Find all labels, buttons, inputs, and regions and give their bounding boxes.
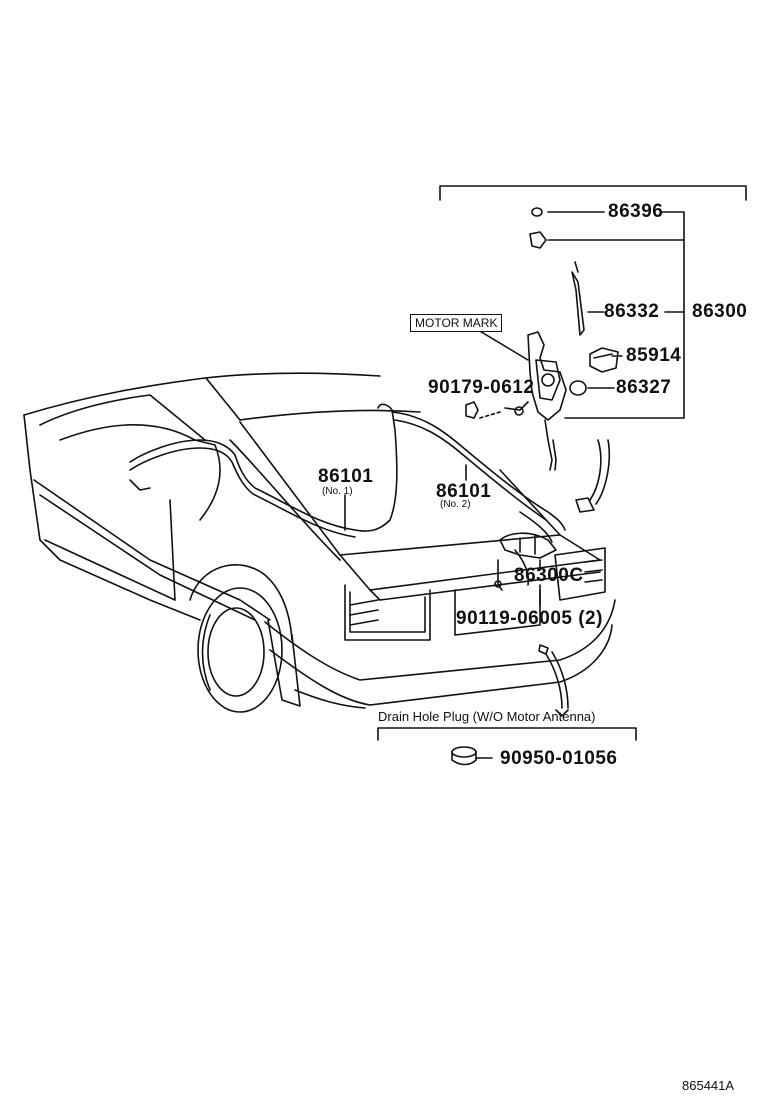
part-number-90119: 90119-06005 (2) <box>456 608 603 629</box>
motor-mark-leader <box>477 329 529 361</box>
part-number-86300c: 86300C <box>514 565 584 586</box>
antenna-cable-no1 <box>129 403 398 538</box>
figure-reference: 865441A <box>682 1078 735 1093</box>
part-number-86101-no1-sub: (No. 1) <box>322 486 353 497</box>
drain-plug-arrow-icon <box>545 651 569 717</box>
drain-hole-plug-label: Drain Hole Plug (W/O Motor Antenna) <box>378 709 596 724</box>
part-number-86101-no2-sub: (No. 2) <box>440 499 471 510</box>
part-number-86327: 86327 <box>616 377 672 398</box>
part-group-bracket <box>439 185 747 419</box>
antenna-motor-assembly <box>465 207 619 471</box>
assembly-arrow-icon <box>575 439 611 513</box>
part-number-86300: 86300 <box>692 301 748 322</box>
drain-plug-part <box>451 746 493 766</box>
trunk-connector <box>494 532 557 606</box>
part-number-85914: 85914 <box>626 345 682 366</box>
part-number-86101-no1: 86101 <box>318 466 374 487</box>
motor-mark-label: MOTOR MARK <box>410 314 503 332</box>
part-number-86332: 86332 <box>604 301 660 322</box>
drain-plug-bracket <box>377 727 637 741</box>
part-number-86396: 86396 <box>608 201 664 222</box>
car-body-outline <box>23 372 616 713</box>
part-number-90179: 90179-0612 <box>428 377 535 398</box>
part-number-90950: 90950-01056 <box>500 748 618 769</box>
part-number-86101-no2: 86101 <box>436 481 492 502</box>
antenna-cable-no2 <box>391 411 566 543</box>
